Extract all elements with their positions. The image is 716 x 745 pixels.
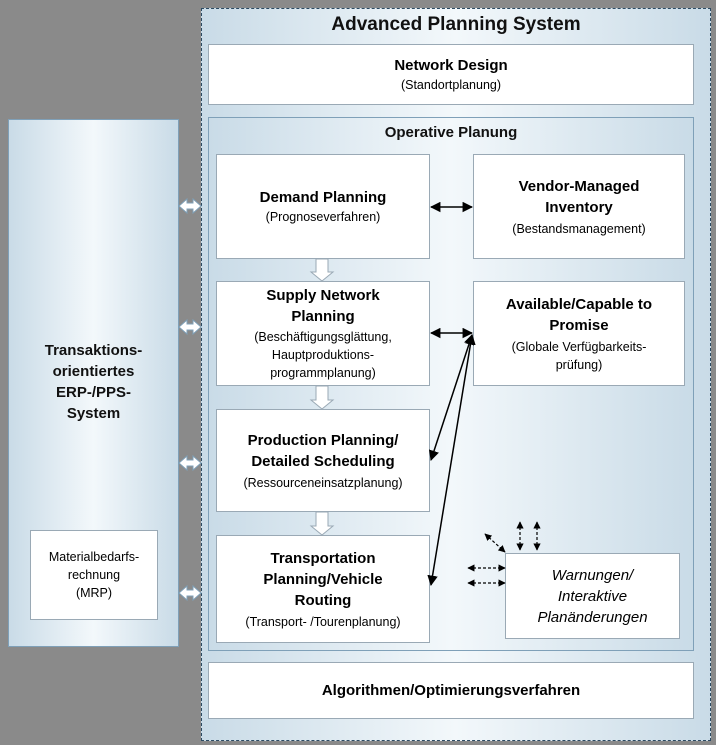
interface-arrow-3 bbox=[178, 454, 202, 472]
atp-title: Available/Capable to Promise bbox=[505, 295, 653, 334]
snp-title: Supply Network Planning bbox=[266, 287, 380, 325]
vmi-subtitle: (Bestandsmanagement) bbox=[512, 221, 646, 236]
alerts-box: Warnungen/ Interaktive Planänderungen bbox=[505, 553, 680, 639]
atp-box: Available/Capable to Promise (Globale Ve… bbox=[473, 281, 685, 386]
alerts-text: Warnungen/ Interaktive Planänderungen bbox=[537, 566, 648, 626]
vmi-title: Vendor-Managed Inventory bbox=[518, 177, 640, 216]
mrp-title: Materialbedarfs- rechnung (MRP) bbox=[48, 550, 140, 600]
demand-planning-subtitle: (Prognoseverfahren) bbox=[265, 210, 381, 224]
interface-arrow-2 bbox=[178, 318, 202, 336]
algorithms-box: Algorithmen/Optimierungsverfahren bbox=[208, 662, 694, 719]
tp-vr-title: Transportation Planning/Vehicle Routing bbox=[263, 549, 383, 609]
interface-arrow-4 bbox=[178, 584, 202, 602]
tp-vr-subtitle: (Transport- /Tourenplanung) bbox=[245, 614, 401, 629]
tp-vr-box: Transportation Planning/Vehicle Routing … bbox=[216, 535, 430, 643]
alert-arrows bbox=[467, 521, 541, 587]
flow-arrow-ppds-tp bbox=[309, 511, 335, 536]
network-design-title: Network Design bbox=[394, 57, 508, 74]
demand-planning-title: Demand Planning bbox=[259, 189, 387, 206]
arrow-atp-ppds bbox=[428, 334, 475, 461]
flow-arrow-demand-snp bbox=[309, 258, 335, 282]
atp-subtitle: (Globale Verfügbarkeits- prüfung) bbox=[511, 339, 647, 372]
flow-arrow-snp-ppds bbox=[309, 385, 335, 410]
erp-pps-title: Transaktions- orientiertes ERP-/PPS- Sys… bbox=[44, 342, 143, 422]
network-design-box: Network Design (Standortplanung) bbox=[208, 44, 694, 105]
pp-ds-title: Production Planning/ Detailed Scheduling bbox=[247, 431, 399, 470]
operative-planning-title: Operative Planung bbox=[384, 124, 518, 141]
arrow-atp-tp bbox=[427, 333, 476, 587]
pp-ds-subtitle: (Ressourceneinsatzplanung) bbox=[243, 475, 403, 490]
snp-subtitle: (Beschäftigungsglättung, Hauptproduktion… bbox=[254, 330, 392, 380]
interface-arrow-1 bbox=[178, 197, 202, 215]
aps-title: Advanced Planning System bbox=[331, 14, 581, 35]
snp-box: Supply Network Planning (Beschäftigungsg… bbox=[216, 281, 430, 386]
mrp-box: Materialbedarfs- rechnung (MRP) bbox=[30, 530, 158, 620]
demand-planning-box: Demand Planning (Prognoseverfahren) bbox=[216, 154, 430, 259]
pp-ds-box: Production Planning/ Detailed Scheduling… bbox=[216, 409, 430, 512]
network-design-subtitle: (Standortplanung) bbox=[400, 78, 502, 92]
vmi-box: Vendor-Managed Inventory (Bestandsmanage… bbox=[473, 154, 685, 259]
algorithms-title: Algorithmen/Optimierungsverfahren bbox=[321, 682, 581, 699]
